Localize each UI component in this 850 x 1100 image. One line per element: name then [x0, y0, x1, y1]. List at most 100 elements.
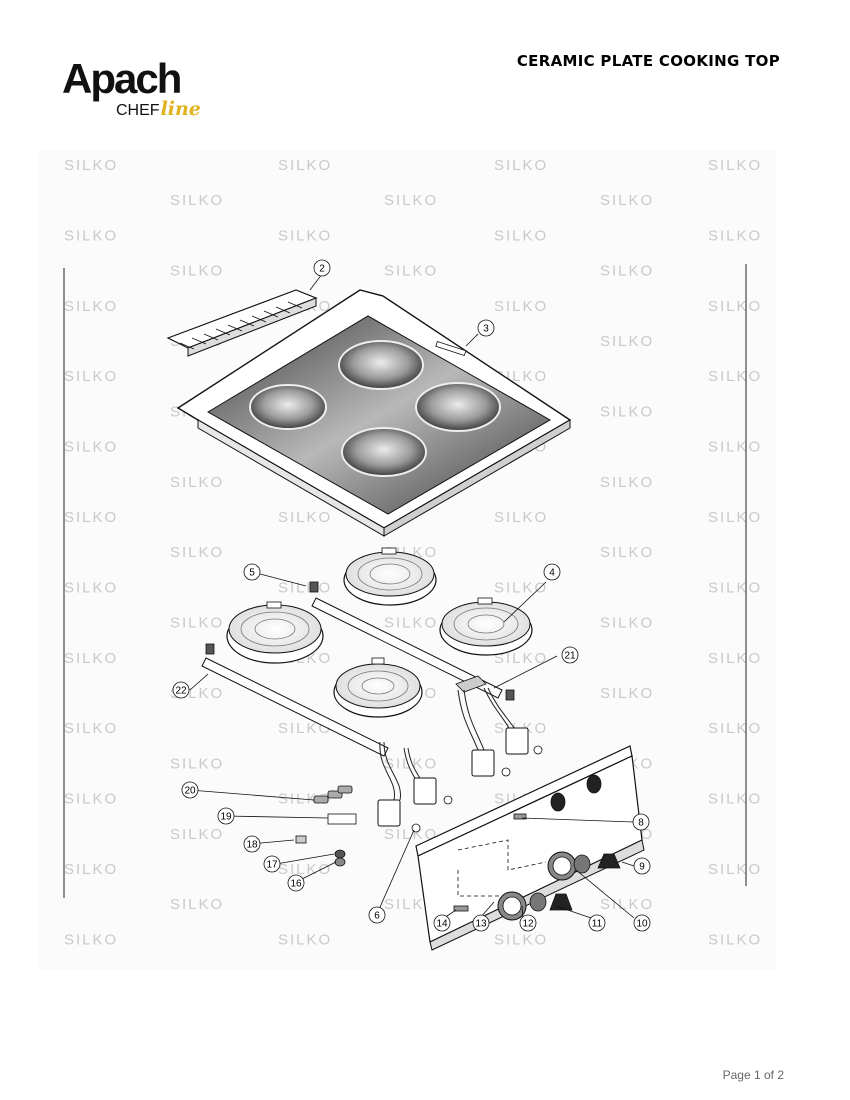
callout-10: 10 [633, 914, 651, 932]
callout-12-label: 12 [522, 919, 534, 930]
watermark-text: SILKO [708, 509, 762, 526]
callout-11: 11 [588, 914, 606, 932]
watermark-text: SILKO [278, 509, 332, 526]
watermark-text: SILKO [600, 474, 654, 491]
watermark-text: SILKO [384, 826, 438, 843]
hob-left [249, 384, 327, 430]
callout-19: 19 [217, 807, 235, 825]
watermark-text: SILKO [170, 755, 224, 772]
vent-grille-part [166, 273, 323, 357]
watermark-text: SILKO [708, 157, 762, 174]
callout-13-label: 13 [475, 919, 487, 930]
watermark-text: SILKO [278, 931, 332, 948]
watermark-text: SILKO [64, 861, 118, 878]
watermark-text: SILKO [708, 931, 762, 948]
page-number: Page 1 of 2 [722, 1068, 784, 1082]
document-title: CERAMIC PLATE COOKING TOP [516, 52, 780, 70]
watermark-text: SILKO [64, 157, 118, 174]
watermark-text: SILKO [64, 227, 118, 244]
callout-12: 12 [519, 914, 537, 932]
logo-wordmark: Apach [62, 55, 182, 102]
watermark-text: SILKO [64, 298, 118, 315]
callout-3: 3 [477, 319, 495, 337]
watermark-text: SILKO [170, 615, 224, 632]
watermark-text: SILKO [494, 579, 548, 596]
watermark-text: SILKO [170, 826, 224, 843]
callout-14: 14 [433, 914, 451, 932]
watermark-text: SILKO [708, 650, 762, 667]
heating-elements [226, 547, 533, 718]
watermark-text: SILKO [708, 227, 762, 244]
watermark-text: SILKO [170, 474, 224, 491]
energy-regulators [377, 727, 529, 827]
callout-3-label: 3 [483, 324, 489, 335]
callout-leaders [189, 333, 635, 919]
callout-8: 8 [632, 813, 650, 831]
small-hardware [295, 745, 543, 912]
watermark-text: SILKO [494, 931, 548, 948]
watermark-text: SILKO [64, 791, 118, 808]
callout-6-label: 6 [374, 911, 380, 922]
callout-21: 21 [561, 646, 579, 664]
watermark-text: SILKO [494, 650, 548, 667]
callout-14-label: 14 [436, 919, 448, 930]
logo-script-text: line [160, 98, 201, 120]
callout-5-label: 5 [249, 568, 255, 579]
logo-sub-text: CHEF [116, 102, 160, 119]
watermark-text: SILKO [600, 896, 654, 913]
watermark-text: SILKO [708, 720, 762, 737]
callout-9: 9 [633, 857, 651, 875]
callout-8-label: 8 [638, 818, 644, 829]
callout-11-label: 11 [592, 919, 603, 930]
watermark-text: SILKO [384, 263, 438, 280]
watermark-text: SILKO [494, 509, 548, 526]
watermark-text: SILKO [708, 861, 762, 878]
watermark-text: SILKO [278, 720, 332, 737]
callout-4-label: 4 [549, 568, 555, 579]
element-left [226, 601, 324, 664]
hob-front [341, 427, 427, 477]
callout-13: 13 [472, 914, 490, 932]
watermark-text: SILKO [170, 192, 224, 209]
callout-2: 2 [313, 259, 331, 277]
callout-20-label: 20 [184, 786, 196, 797]
watermark-text: SILKO [494, 298, 548, 315]
callout-18-label: 18 [246, 840, 258, 851]
callout-2-label: 2 [319, 264, 325, 275]
brand-logo: Apach CHEFline [62, 58, 222, 122]
watermark-text: SILKO [278, 861, 332, 878]
watermark-text: SILKO [494, 227, 548, 244]
callout-17: 17 [263, 855, 281, 873]
callout-16-label: 16 [290, 879, 302, 890]
watermark-text: SILKO [708, 368, 762, 385]
watermark-text: SILKO [600, 403, 654, 420]
callout-9-label: 9 [639, 862, 645, 873]
callout-17-label: 17 [266, 860, 278, 871]
watermark-text: SILKO [278, 157, 332, 174]
terminal-block [455, 675, 487, 693]
watermark-text: SILKO [600, 544, 654, 561]
watermark-text: SILKO [278, 227, 332, 244]
hob-right [415, 382, 501, 432]
watermark-text: SILKO [278, 579, 332, 596]
watermark-text: SILKO [600, 685, 654, 702]
callout-20: 20 [181, 781, 199, 799]
logo-subtitle: CHEFline [116, 100, 201, 120]
callout-18: 18 [243, 835, 261, 853]
callout-4: 4 [543, 563, 561, 581]
watermark-text: SILKO [64, 579, 118, 596]
callout-19-label: 19 [220, 812, 232, 823]
watermark-text: SILKO [708, 579, 762, 596]
watermark-text: SILKO [600, 333, 654, 350]
callout-16: 16 [287, 874, 305, 892]
watermark-text: SILKO [64, 931, 118, 948]
callout-10-label: 10 [636, 919, 648, 930]
watermark-text: SILKO [384, 896, 438, 913]
watermark-text: SILKO [64, 439, 118, 456]
exploded-parts-diagram: SILKO SILKO SILKO SILKO SILKO SILKO SILKO SILKO… [38, 150, 776, 970]
watermark-text: SILKO [708, 439, 762, 456]
watermark-text: SILKO [64, 509, 118, 526]
callout-22: 22 [172, 681, 190, 699]
watermark-text: SILKO [64, 650, 118, 667]
watermark-text: SILKO [64, 368, 118, 385]
